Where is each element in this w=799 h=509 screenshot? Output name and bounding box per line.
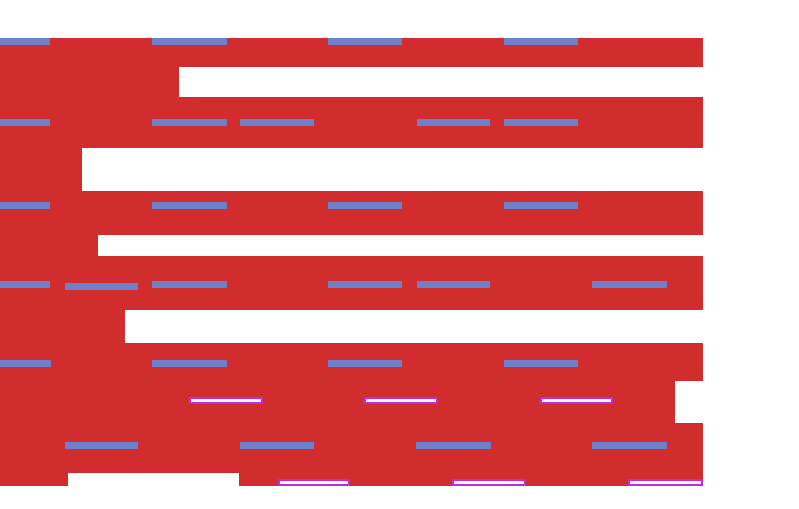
link-underline[interactable] xyxy=(504,360,578,367)
paragraph-gap xyxy=(179,67,703,97)
link-underline[interactable] xyxy=(504,202,578,209)
link-underline[interactable] xyxy=(504,38,578,45)
paragraph-gap xyxy=(675,381,703,423)
link-underline[interactable] xyxy=(328,360,402,367)
link-underline[interactable] xyxy=(592,281,667,288)
link-underline[interactable] xyxy=(0,202,50,209)
link-underline[interactable] xyxy=(504,119,578,126)
link-underline[interactable] xyxy=(152,119,227,126)
link-underline[interactable] xyxy=(0,38,50,45)
link-underline[interactable] xyxy=(152,281,227,288)
paragraph-gap xyxy=(68,473,239,486)
link-underline[interactable] xyxy=(328,202,402,209)
paragraph-gap xyxy=(125,310,703,343)
link-underline[interactable] xyxy=(65,283,138,290)
link-underline[interactable] xyxy=(416,442,491,449)
link-underline[interactable] xyxy=(240,119,314,126)
visited-link-underline[interactable] xyxy=(278,479,350,486)
link-underline[interactable] xyxy=(417,281,490,288)
link-underline[interactable] xyxy=(328,281,402,288)
link-underline[interactable] xyxy=(65,442,138,449)
link-underline[interactable] xyxy=(152,360,227,367)
link-underline[interactable] xyxy=(417,119,490,126)
link-underline[interactable] xyxy=(328,38,402,45)
paragraph-gap xyxy=(98,235,703,256)
redacted-text-block xyxy=(0,38,703,486)
link-underline[interactable] xyxy=(592,442,667,449)
visited-link-underline[interactable] xyxy=(452,479,526,486)
visited-link-underline[interactable] xyxy=(364,397,438,404)
paragraph-gap xyxy=(82,148,703,191)
link-underline[interactable] xyxy=(152,38,227,45)
link-underline[interactable] xyxy=(0,119,50,126)
link-underline[interactable] xyxy=(0,281,50,288)
link-underline[interactable] xyxy=(0,360,51,367)
visited-link-underline[interactable] xyxy=(189,397,263,404)
link-underline[interactable] xyxy=(240,442,314,449)
link-underline[interactable] xyxy=(152,202,227,209)
visited-link-underline[interactable] xyxy=(540,397,613,404)
visited-link-underline[interactable] xyxy=(628,479,703,486)
